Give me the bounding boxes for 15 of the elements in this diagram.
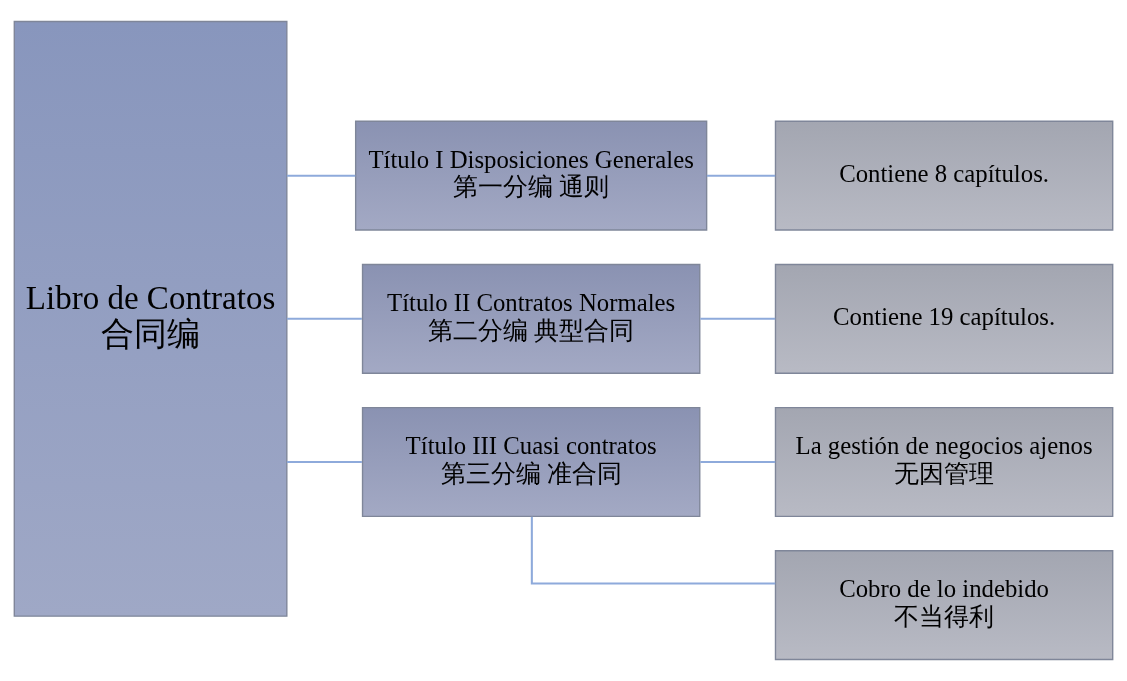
node-box: Contiene 19 capítulos.	[774, 263, 1114, 374]
node-box: Título III Cuasi contratos 第三分编 准合同	[361, 406, 701, 518]
connector	[286, 174, 356, 177]
connector	[286, 317, 362, 320]
node-box: Título II Contratos Normales 第二分编 典型合同	[361, 263, 701, 374]
connector	[706, 174, 776, 177]
connector	[700, 317, 776, 320]
connector	[530, 516, 776, 585]
node-box: Libro de Contratos 合同编	[13, 20, 288, 617]
connector	[700, 460, 776, 463]
node-box: La gestión de negocios ajenos 无因管理	[774, 406, 1114, 518]
node-box: Título I Disposiciones Generales 第一分编 通则	[354, 120, 708, 231]
connector	[286, 460, 362, 463]
node-box: Cobro de lo indebido 不当得利	[774, 550, 1114, 661]
node-box: Contiene 8 capítulos.	[774, 120, 1114, 231]
